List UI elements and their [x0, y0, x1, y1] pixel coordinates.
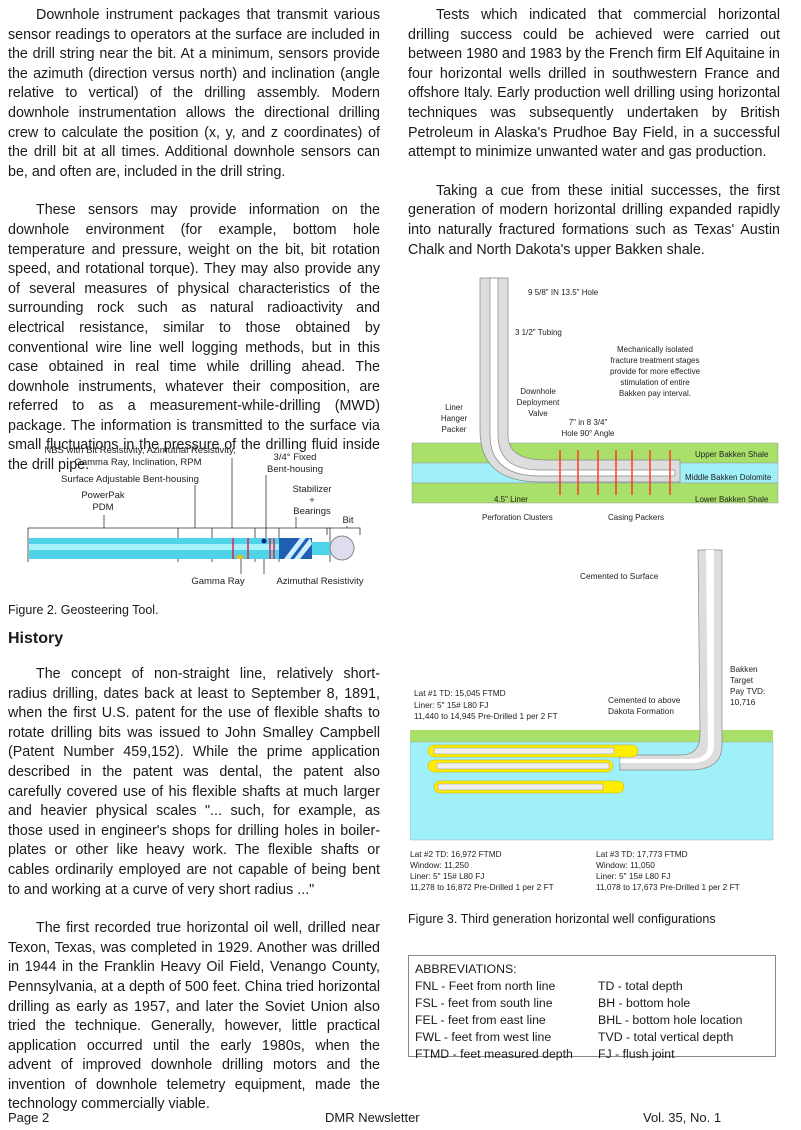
- abbreviation: TD - total depth: [598, 979, 683, 993]
- label: Casing Packers: [608, 513, 664, 522]
- right-column-top: Tests which indicated that commercial ho…: [408, 6, 780, 260]
- figure-2-caption: Figure 2. Geosteering Tool.: [8, 603, 159, 617]
- abbreviation: BH - bottom hole: [598, 996, 691, 1010]
- label: provide for more effective: [610, 367, 701, 376]
- label: Hole 90° Angle: [561, 429, 615, 438]
- label: Cemented to Surface: [580, 571, 659, 581]
- label: 11,078 to 17,673 Pre-Drilled 1 per 2 FT: [596, 882, 740, 892]
- abbreviation: TVD - total vertical depth: [598, 1030, 734, 1044]
- figure-3-bakken-well-diagram: 9 5/8" IN 13.5" Hole 3 1/2" Tubing Mecha…: [411, 277, 779, 522]
- label: Bent-housing: [267, 464, 323, 475]
- abbreviation: FWL - feet from west line: [415, 1030, 552, 1044]
- figure-3-caption: Figure 3. Third generation horizontal we…: [408, 912, 716, 926]
- history-heading: History: [8, 630, 64, 647]
- footer-volume: Vol. 35, No. 1: [643, 1110, 722, 1125]
- label: Deployment: [517, 398, 560, 407]
- label: 3 1/2" Tubing: [515, 328, 562, 337]
- label: Valve: [528, 409, 548, 418]
- label: Pay TVD:: [730, 686, 765, 696]
- abbreviation: FSL - feet from south line: [415, 996, 553, 1010]
- label: Dakota Formation: [608, 706, 674, 716]
- label: Bakken: [730, 664, 758, 674]
- abbreviation: FNL - Feet from north line: [415, 979, 556, 993]
- footer-page: Page 2: [8, 1110, 50, 1125]
- label: Window: 11,050: [596, 860, 655, 870]
- figure-3-multilateral-diagram: Cemented to Surface Bakken Target Pay TV…: [410, 549, 774, 892]
- label: Liner: 5" 15# L80 FJ: [596, 871, 670, 881]
- label: stimulation of entire: [620, 378, 690, 387]
- paragraph: These sensors may provide information on…: [8, 202, 380, 474]
- label: +: [309, 495, 315, 506]
- paragraph: Tests which indicated that commercial ho…: [408, 7, 780, 161]
- abbreviations-box: ABBREVIATIONS: FNL - Feet from north lin…: [408, 955, 776, 1061]
- abbreviation: BHL - bottom hole location: [598, 1013, 743, 1027]
- label: Lat #2 TD: 16,972 FTMD: [410, 849, 502, 859]
- label: Lower Bakken Shale: [695, 495, 769, 504]
- label: Gamma Ray, Inclination, RPM: [74, 457, 201, 468]
- label: Azimuthal Resistivity: [276, 576, 363, 587]
- abbreviation: FTMD - feet measured depth: [415, 1047, 573, 1061]
- paragraph: Downhole instrument packages that transm…: [8, 7, 380, 180]
- label: Perforation Clusters: [482, 513, 553, 522]
- label: Bearings: [293, 506, 331, 517]
- label: Window: 11,250: [410, 860, 469, 870]
- paragraph: The concept of non-straight line, relati…: [8, 666, 380, 898]
- label: 7" in 8 3/4": [569, 418, 608, 427]
- abbreviation: FEL - feet from east line: [415, 1013, 546, 1027]
- label: Target: [730, 675, 754, 685]
- abbreviation: FJ - flush joint: [598, 1047, 675, 1061]
- label: 10,716: [730, 697, 756, 707]
- footer-title: DMR Newsletter: [325, 1110, 420, 1125]
- left-column-top: Downhole instrument packages that transm…: [8, 6, 380, 476]
- label: Middle Bakken Dolomite: [685, 473, 772, 482]
- label: Downhole: [520, 387, 556, 396]
- paragraph: Taking a cue from these initial successe…: [408, 182, 780, 258]
- label: fracture treatment stages: [611, 356, 700, 365]
- label: Mechanically isolated: [617, 345, 693, 354]
- label: Liner: 5" 15# L80 FJ: [410, 871, 484, 881]
- label: Lat #1 TD: 15,045 FTMD: [414, 688, 506, 698]
- label: Liner: 5" 15# L80 FJ: [414, 700, 488, 710]
- label: PDM: [92, 502, 113, 513]
- label: 9 5/8" IN 13.5" Hole: [528, 288, 599, 297]
- paragraph: The first recorded true horizontal oil w…: [8, 920, 380, 1113]
- label: Upper Bakken Shale: [695, 450, 769, 459]
- label: 4.5" Liner: [494, 495, 528, 504]
- left-column-bottom: The concept of non-straight line, relati…: [8, 665, 380, 1115]
- abbreviations-title: ABBREVIATIONS:: [415, 962, 517, 976]
- label: Gamma Ray: [191, 576, 245, 587]
- label: Liner: [445, 403, 463, 412]
- label: Packer: [442, 425, 467, 434]
- label: Bakken pay interval.: [619, 389, 691, 398]
- label: Hanger: [441, 414, 468, 423]
- label: Bit: [342, 515, 353, 526]
- figure-2-geosteering-tool: NBS with Bit Resistivity, Azimuthal Resi…: [27, 445, 364, 587]
- label: Stabilizer: [292, 484, 331, 495]
- label: 11,440 to 14,945 Pre-Drilled 1 per 2 FT: [414, 711, 558, 721]
- label: Cemented to above: [608, 695, 681, 705]
- label: 3/4° Fixed: [274, 452, 317, 463]
- label: 11,278 to 16,872 Pre-Drilled 1 per 2 FT: [410, 882, 554, 892]
- label: PowerPak: [81, 490, 125, 501]
- label: Surface Adjustable Bent-housing: [61, 474, 199, 485]
- label: NBS with Bit Resistivity, Azimuthal Resi…: [44, 445, 235, 456]
- label: Lat #3 TD: 17,773 FTMD: [596, 849, 688, 859]
